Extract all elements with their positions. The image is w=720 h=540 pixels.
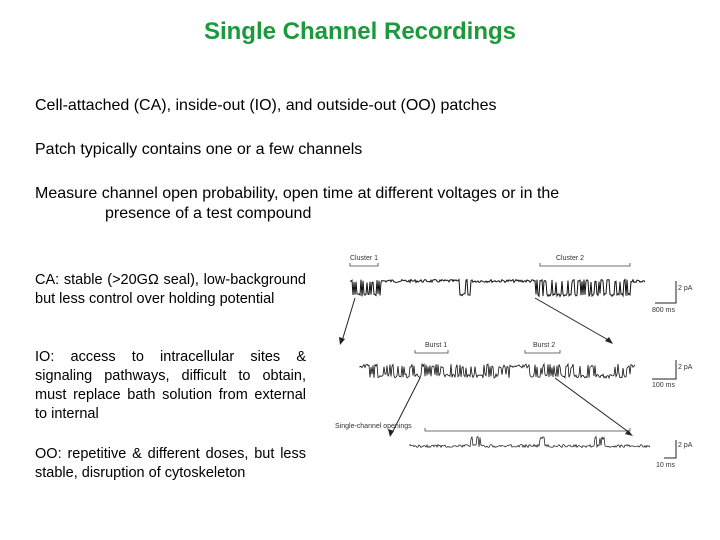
trace-burst	[359, 362, 636, 380]
burst2-label: Burst 2	[533, 342, 555, 349]
burst2-bracket	[524, 350, 561, 354]
oo-abbr: OO	[35, 446, 58, 462]
slide-title: Single Channel Recordings	[203, 18, 517, 45]
scale2-amp: 2 pA	[678, 364, 693, 371]
bullet-measure: Measure channel open probability, open t…	[35, 184, 675, 224]
bullet-measure-line1: Measure channel open probability, open t…	[35, 185, 560, 202]
scale3-time: 10 ms	[656, 462, 676, 469]
scale2-time: 100 ms	[652, 382, 675, 389]
scale1-amp: 2 pA	[678, 285, 693, 292]
io-text: : access to intracellular sites & signal…	[35, 349, 306, 422]
ca-abbr: CA	[35, 272, 56, 288]
cluster1-bracket	[349, 263, 379, 267]
recording-traces-svg: Cluster 1 Cluster 2 Burst 1 Burst 2 Sing…	[335, 255, 693, 469]
io-description: IO: access to intracellular sites & sign…	[35, 348, 306, 424]
ca-text: : stable (>20GΩ seal), low-background bu…	[35, 272, 306, 307]
scale1-time: 800 ms	[652, 307, 675, 314]
recording-figure: Cluster 1 Cluster 2 Burst 1 Burst 2 Sing…	[330, 248, 700, 478]
single-channel-label: Single-channel openings	[335, 423, 412, 430]
scale-bars	[652, 281, 677, 459]
oo-text: : repetitive & different doses, but less…	[35, 446, 306, 481]
io-abbr: IO	[35, 349, 51, 365]
cluster1-label: Cluster 1	[350, 255, 378, 262]
bullet-patch-types: Cell-attached (CA), inside-out (IO), and…	[35, 97, 497, 114]
bullet-channels: Patch typically contains one or a few ch…	[35, 141, 363, 158]
oo-description: OO: repetitive & different doses, but le…	[35, 445, 306, 483]
single-channel-bracket	[424, 428, 631, 432]
trace-single	[409, 435, 651, 449]
ca-description: CA: stable (>20GΩ seal), low-background …	[35, 271, 306, 309]
trace-cluster	[349, 278, 646, 298]
burst1-bracket	[414, 350, 449, 354]
cluster2-bracket	[539, 263, 631, 267]
burst1-label: Burst 1	[425, 342, 447, 349]
bullet-measure-line2: presence of a test compound	[105, 205, 312, 222]
cluster2-label: Cluster 2	[556, 255, 584, 262]
scale3-amp: 2 pA	[678, 442, 693, 449]
zoom-arrows	[341, 297, 631, 434]
